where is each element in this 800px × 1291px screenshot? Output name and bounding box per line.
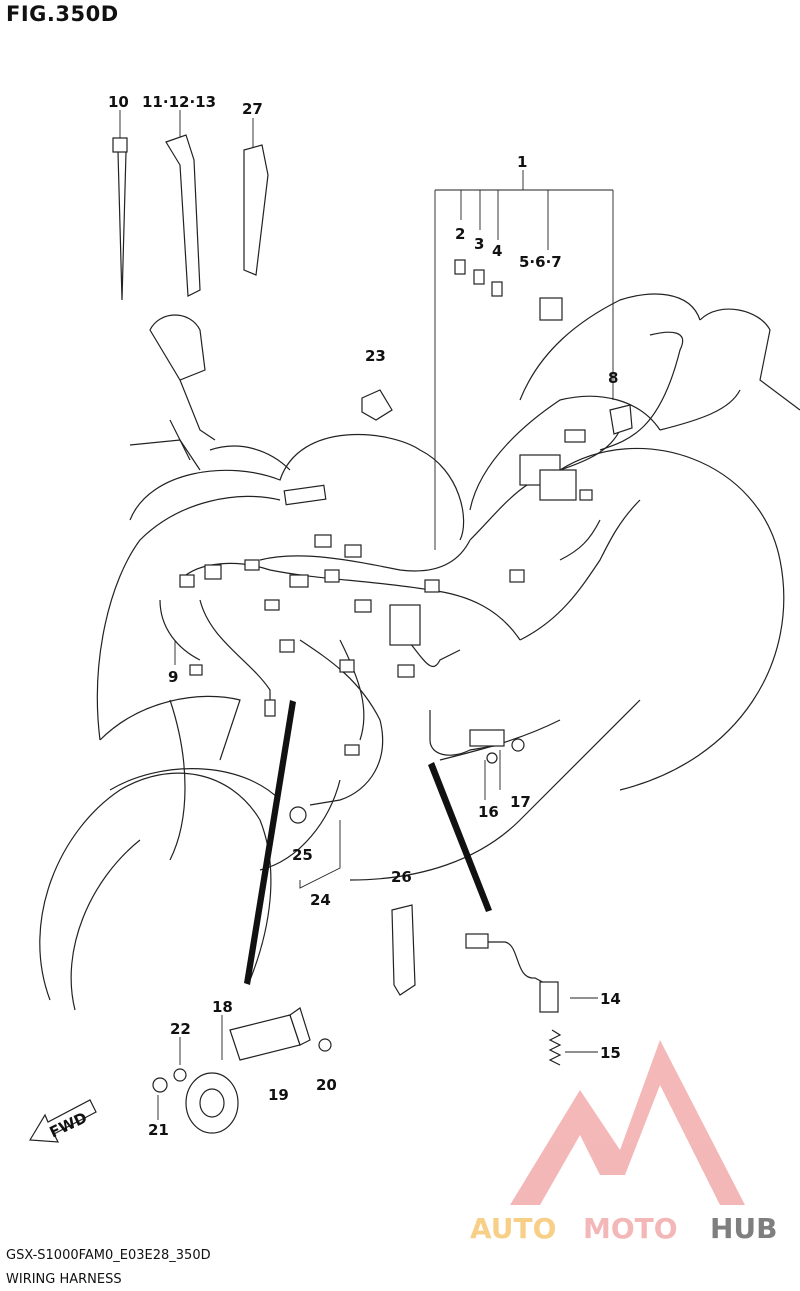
callout-4: 4 — [492, 242, 502, 260]
callout-17: 17 — [510, 793, 531, 811]
callout-27: 27 — [242, 100, 263, 118]
motorcycle-outline — [39, 293, 800, 1011]
watermark-logo-icon — [510, 1040, 745, 1205]
watermark-text-auto: AUTO — [470, 1212, 556, 1245]
callout-11-12-13: 11·12·13 — [142, 93, 216, 111]
callout-2: 2 — [455, 225, 465, 243]
parts — [28, 134, 633, 1143]
watermark-text-moto: MOTO — [583, 1212, 678, 1245]
automotohub-watermark: AUTO MOTO HUB — [470, 1040, 778, 1245]
pointer-wedges — [244, 700, 492, 985]
watermark-text-hub: HUB — [710, 1212, 778, 1245]
callout-23: 23 — [365, 347, 386, 365]
figure-name: WIRING HARNESS — [6, 1272, 122, 1287]
leader-lines — [119, 110, 614, 1120]
figure-title: FIG.350D — [6, 2, 119, 26]
callout-22: 22 — [170, 1020, 191, 1038]
callout-14: 14 — [600, 990, 621, 1008]
fwd-arrow-icon — [28, 1099, 97, 1143]
callout-8: 8 — [608, 369, 618, 387]
main-harness — [159, 331, 684, 806]
callout-24: 24 — [310, 891, 331, 909]
callout-20: 20 — [316, 1076, 337, 1094]
callout-3: 3 — [474, 235, 484, 253]
figure-code: GSX-S1000FAM0_E03E28_350D — [6, 1248, 211, 1263]
callout-15: 15 — [600, 1044, 621, 1062]
callout-19: 19 — [268, 1086, 289, 1104]
callout-10: 10 — [108, 93, 129, 111]
callout-26: 26 — [391, 868, 412, 886]
callout-9: 9 — [168, 668, 178, 686]
callout-21: 21 — [148, 1121, 169, 1139]
callout-18: 18 — [212, 998, 233, 1016]
callout-1: 1 — [517, 153, 527, 171]
callout-25: 25 — [292, 846, 313, 864]
callout-5-6-7: 5·6·7 — [519, 253, 562, 271]
callout-16: 16 — [478, 803, 499, 821]
callouts: 10 11·12·13 27 1 2 3 4 5·6·7 8 23 9 16 1… — [108, 93, 621, 1139]
